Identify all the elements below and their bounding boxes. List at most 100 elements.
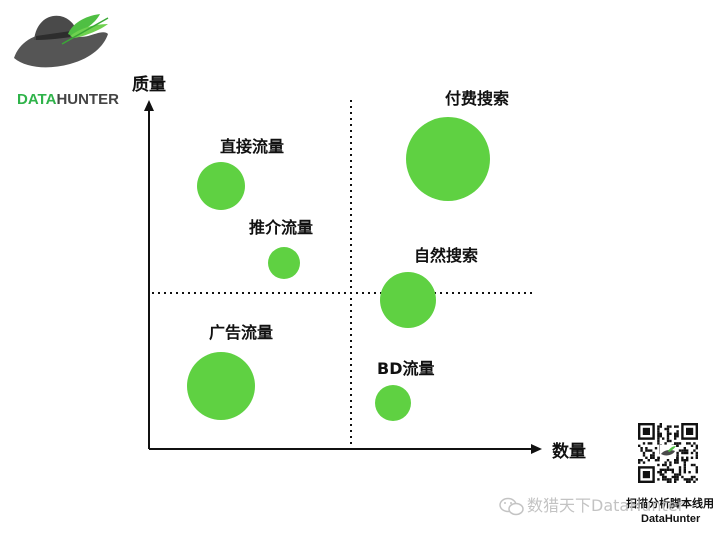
qr-module — [683, 468, 686, 471]
qr-module — [674, 461, 677, 464]
qr-module — [657, 432, 660, 435]
qr-module — [652, 456, 655, 459]
qr-module — [664, 478, 667, 481]
y-axis-label: 质量 — [132, 74, 166, 95]
qr-module — [674, 435, 677, 438]
qr-module — [686, 449, 689, 452]
qr-module — [683, 478, 686, 481]
qr-module — [669, 468, 672, 471]
qr-module — [657, 427, 660, 431]
qr-module — [664, 442, 667, 445]
qr-module — [659, 425, 662, 428]
qr-module — [669, 425, 672, 428]
qr-module — [676, 425, 679, 428]
qr-module — [638, 444, 641, 447]
qr-module — [676, 459, 679, 462]
qr-module — [666, 437, 670, 440]
qr-module — [654, 459, 658, 462]
qr-module — [664, 475, 667, 479]
x-axis-arrow — [531, 444, 542, 454]
qr-module — [662, 473, 665, 476]
qr-module — [681, 475, 684, 479]
qr-module — [693, 449, 696, 452]
qr-module — [659, 471, 662, 474]
qr-module — [690, 478, 694, 481]
qr-module — [681, 449, 684, 452]
bubble — [380, 272, 436, 328]
qr-module — [659, 468, 662, 471]
qr-module — [662, 478, 665, 481]
qr-module — [674, 425, 677, 428]
hat-icon — [14, 14, 109, 68]
qr-module — [664, 461, 667, 464]
qr-module — [671, 468, 674, 471]
qr-module — [638, 461, 641, 464]
qr-module — [678, 449, 682, 452]
bubble-label: 付费搜索 — [445, 89, 509, 108]
qr-module — [659, 473, 662, 476]
bubble-label: 直接流量 — [220, 137, 284, 156]
qr-module — [676, 444, 679, 447]
qr-module — [688, 471, 691, 474]
bubble — [406, 117, 490, 201]
quadrant-dividers — [152, 100, 534, 445]
qr-module — [647, 459, 650, 462]
bubble-bd-traffic: BD流量 — [375, 359, 434, 421]
qr-module — [686, 451, 689, 455]
bubble-label: BD流量 — [377, 359, 434, 378]
qr-module — [678, 466, 682, 469]
qr-module — [666, 427, 670, 431]
qr-module — [690, 451, 694, 455]
bubble — [187, 352, 255, 420]
qr-module — [678, 471, 682, 474]
qr-module — [654, 447, 658, 450]
qr-module — [695, 468, 698, 471]
y-axis-arrow — [144, 100, 154, 111]
qr-module — [683, 471, 686, 474]
qr-module — [693, 475, 696, 479]
qr-module — [645, 456, 648, 459]
qr-module — [666, 435, 670, 438]
qr-module — [674, 442, 677, 445]
qr-module — [683, 449, 686, 452]
qr-module — [683, 466, 686, 469]
bubble-referral-traffic: 推介流量 — [249, 218, 313, 279]
qr-module — [669, 432, 672, 435]
qr-module — [676, 442, 679, 445]
svg-text:DATAHUNTER: DATAHUNTER — [17, 91, 119, 108]
qr-module — [669, 463, 672, 467]
qr-module — [671, 471, 674, 474]
qr-module — [657, 437, 660, 440]
qr-caption-line2: DataHunter — [641, 513, 701, 525]
axes: 质量 数量 — [132, 74, 586, 462]
qr-caption-line1: 扫描分析脚本线用 — [626, 496, 714, 510]
qr-module — [695, 456, 698, 459]
qr-module — [664, 463, 667, 467]
qr-module — [686, 480, 689, 483]
qr-module — [642, 461, 646, 464]
qr-module — [657, 425, 660, 428]
qr-module — [657, 471, 660, 474]
bubble — [375, 385, 411, 421]
qr-module — [652, 454, 655, 457]
qr-module — [686, 442, 689, 445]
wechat-icon — [499, 497, 524, 516]
qr-module — [683, 461, 686, 464]
qr-module — [662, 475, 665, 479]
qr-module — [683, 451, 686, 455]
qr-module — [666, 468, 670, 471]
qr-module — [678, 468, 682, 471]
qr-module — [642, 471, 650, 479]
qr-module — [681, 456, 684, 459]
qr-module — [659, 423, 662, 426]
qr-module — [671, 475, 674, 479]
qr-module — [690, 444, 694, 447]
qr-module — [664, 468, 667, 471]
logo-text-data: DATA — [17, 91, 57, 108]
qr-module — [662, 463, 665, 467]
qr-module — [686, 459, 689, 462]
qr-module — [688, 442, 691, 445]
bubble — [197, 162, 245, 210]
qr-module — [642, 442, 646, 445]
qr-module — [662, 468, 665, 471]
